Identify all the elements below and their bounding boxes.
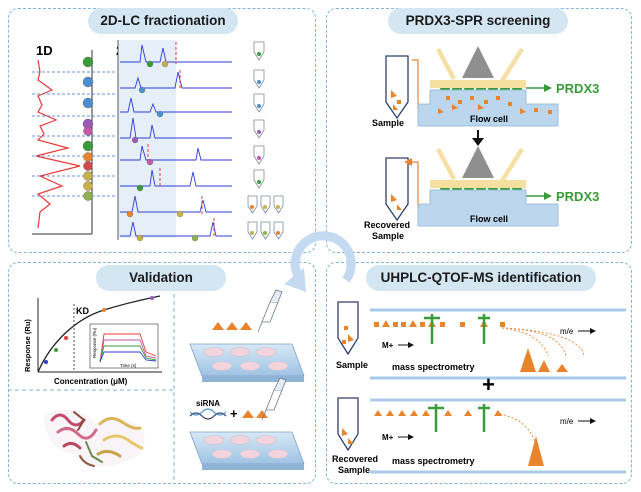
validation-plus-sign: +	[230, 406, 238, 421]
spr-sample-label: Sample	[372, 118, 404, 128]
spr-bottom-setup: Recovered Sample PRDX3 Flow cell	[364, 146, 599, 241]
ms-mz-label-top: m/e	[560, 327, 574, 336]
spr-prdx3-label-top: PRDX3	[556, 81, 599, 96]
sirna-label: siRNA	[196, 399, 220, 408]
kd-label: KD	[76, 306, 89, 316]
ms-m-plus-label-bottom: M+	[382, 433, 394, 442]
ms-title: UHPLC-QTOF-MS identification	[366, 265, 596, 291]
binding-xlabel: Concentration (μM)	[54, 377, 128, 386]
ms-m-plus-label-top: M+	[382, 341, 394, 350]
ms-mass-spec-label-bottom: mass spectrometry	[392, 456, 475, 466]
ms-recovered-label-2: Sample	[338, 465, 370, 475]
ms-bottom-setup: Recovered Sample m/e M+ mass spectrometr…	[332, 397, 626, 475]
ms-panel	[326, 262, 632, 484]
spr-flow-cell-label-bottom: Flow cell	[470, 214, 508, 224]
ms-recovered-label-1: Recovered	[332, 454, 378, 464]
binding-ylabel: Response (Ru)	[23, 319, 32, 372]
spr-flow-cell-label-top: Flow cell	[470, 114, 508, 124]
validation-title: Validation	[96, 265, 226, 291]
spr-recovered-label-2: Sample	[372, 231, 404, 241]
ms-top-setup: Sample m/e M+ mass spectromet	[336, 301, 626, 380]
spr-title: PRDX3-SPR screening	[388, 8, 568, 34]
cycle-arrow-icon	[284, 231, 356, 292]
binding-curve-chart: KD Response (Ru) Concentration (μM) Resp…	[23, 295, 162, 386]
first-dim-label: 1D	[36, 43, 53, 58]
spr-down-arrow-icon	[472, 130, 484, 146]
fractionation-title: 2D-LC fractionation	[88, 8, 238, 34]
fraction-balls	[82, 56, 94, 201]
protein-structure-image	[44, 409, 145, 467]
inset-ylabel: Response (Ru)	[92, 327, 97, 358]
first-dimension-chart: 1D	[32, 43, 115, 235]
spr-top-setup: Sample PRDX3 Flow cell	[372, 46, 599, 128]
ms-plus-sign: +	[482, 372, 495, 397]
ms-mass-spec-label-top: mass spectrometry	[392, 362, 475, 372]
sirna-treatment-plate: siRNA +	[189, 377, 305, 470]
ms-mz-label-bottom: m/e	[560, 417, 574, 426]
ms-sample-label: Sample	[336, 360, 368, 370]
fraction-tubes	[247, 41, 284, 240]
spr-recovered-label-1: Recovered	[364, 220, 410, 230]
spr-prdx3-label-bottom: PRDX3	[556, 189, 599, 204]
validation-panel	[8, 262, 316, 484]
second-dimension-chart: 2D	[116, 40, 232, 242]
inset-xlabel: Time (s)	[120, 363, 137, 368]
compound-treatment-plate	[189, 289, 305, 382]
